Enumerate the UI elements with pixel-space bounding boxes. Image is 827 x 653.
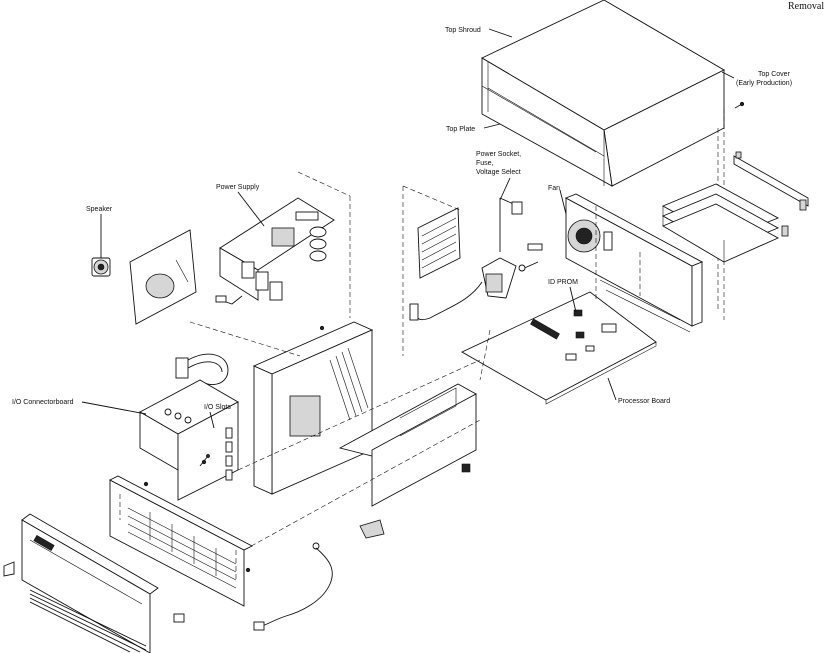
io-connectorboard: [139, 379, 239, 501]
bottom-cable: [173, 542, 333, 631]
fan-rear-panel: [564, 193, 704, 333]
label-top-plate: Top Plate: [446, 126, 475, 133]
expansion-cards: [661, 151, 809, 263]
label-processor-board: Processor Board: [618, 398, 670, 405]
label-fuse: Fuse,: [476, 160, 494, 167]
label-top-shroud: Top Shroud: [445, 27, 481, 34]
label-io-slots: I/O Slots: [204, 404, 231, 411]
top-cover-screw: [734, 101, 745, 109]
leader-lines: [81, 28, 735, 429]
label-top-cover: Top Cover: [758, 71, 791, 78]
speaker-bracket: [129, 229, 197, 325]
vent-panel: [417, 207, 461, 279]
io-cable: [175, 353, 229, 386]
label-io-connectorboard: I/O Connectorboard: [12, 399, 74, 406]
front-bezel: [3, 513, 159, 653]
power-socket-assembly: [409, 197, 543, 321]
alignment-lines: [119, 185, 597, 580]
label-voltage-select: Voltage Select: [476, 169, 521, 176]
speaker: [91, 257, 111, 277]
power-supply: [215, 197, 335, 305]
main-chassis: [252, 321, 477, 539]
top-shroud: [481, 0, 725, 187]
label-top-cover-early: (Early Production): [736, 80, 792, 87]
label-power-socket: Power Socket,: [476, 151, 521, 158]
label-speaker: Speaker: [86, 206, 113, 213]
processor-board: [461, 291, 657, 405]
screws: [143, 325, 325, 573]
page-heading: Removal: [788, 1, 824, 12]
front-panel: [109, 475, 253, 607]
label-id-prom: ID PROM: [548, 279, 578, 286]
label-power-supply: Power Supply: [216, 184, 260, 191]
label-fan: Fan: [548, 185, 560, 192]
